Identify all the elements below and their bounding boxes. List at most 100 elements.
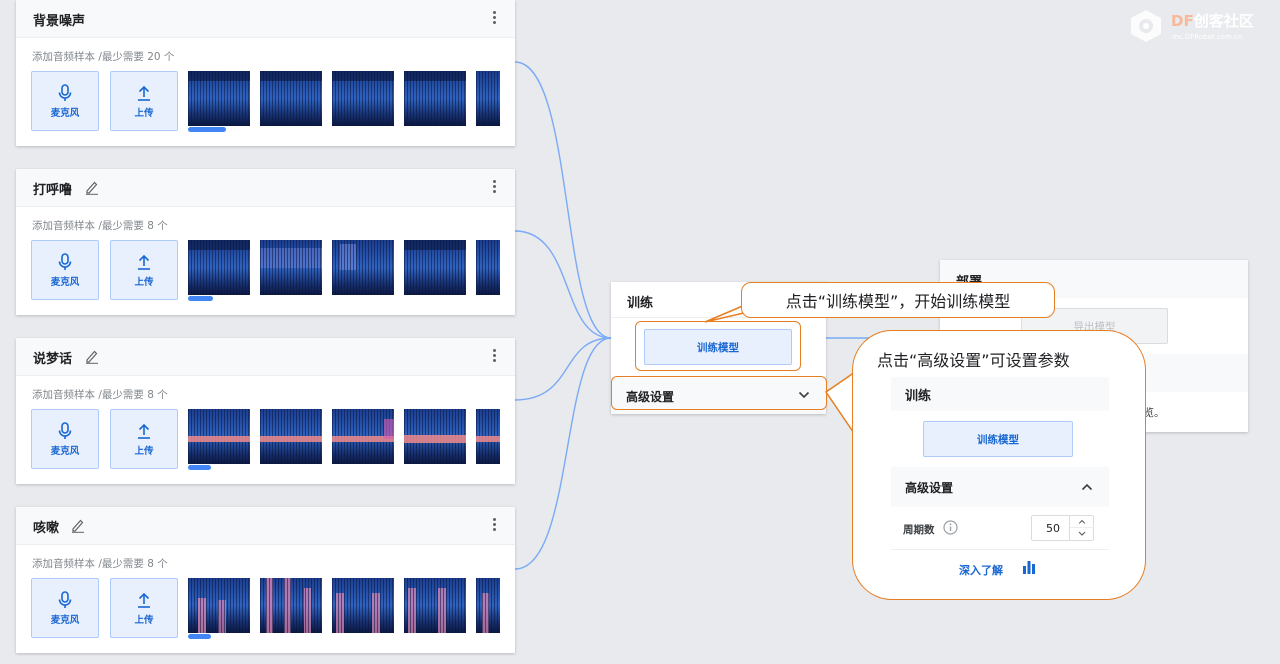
preview-advanced-settings-label: 高级设置: [905, 481, 954, 495]
microphone-label: 麦克风: [50, 614, 80, 626]
microphone-icon: [58, 252, 72, 270]
learn-more-link[interactable]: 深入了解: [959, 564, 1003, 577]
class-title[interactable]: 咳嗽: [33, 521, 60, 536]
class-card-background-noise: 背景噪声 添加音频样本 /最少需要 20 个 麦克风 上传: [16, 0, 515, 146]
class-title[interactable]: 说梦话: [33, 352, 73, 367]
watermark-brand: DF创客社区: [1171, 10, 1254, 31]
advanced-tip-text: 点击“高级设置”可设置参数: [877, 351, 1070, 370]
sample-progress-bar: [188, 634, 211, 639]
more-options-icon[interactable]: [491, 10, 497, 26]
microphone-icon: [58, 421, 72, 439]
microphone-button[interactable]: 麦克风: [31, 409, 99, 469]
train-model-button[interactable]: 训练模型: [644, 329, 792, 365]
advanced-settings-preview: 训练 训练模型 高级设置 周期数 50 深入了解: [891, 377, 1109, 583]
advanced-settings-toggle[interactable]: 高级设置: [611, 378, 826, 414]
microphone-button[interactable]: 麦克风: [31, 240, 99, 300]
class-card-snoring: 打呼噜 添加音频样本 /最少需要 8 个 麦克风 上传: [16, 169, 515, 315]
spectrogram-thumbnail[interactable]: [332, 409, 394, 464]
spectrogram-thumbnail[interactable]: [332, 71, 394, 126]
stepper-down-icon[interactable]: [1070, 528, 1094, 540]
spectrogram-thumbnail[interactable]: [404, 409, 466, 464]
spectrogram-thumbnail[interactable]: [476, 240, 500, 295]
chevron-up-icon: [1081, 483, 1093, 491]
upload-icon: [138, 254, 150, 270]
preview-train-model-button[interactable]: 训练模型: [923, 421, 1073, 457]
spectrogram-thumbnail[interactable]: [188, 71, 250, 126]
upload-label: 上传: [134, 614, 154, 626]
more-options-icon[interactable]: [491, 348, 497, 364]
microphone-button[interactable]: 麦克风: [31, 578, 99, 638]
sample-progress-bar: [188, 465, 211, 470]
spectrogram-thumbnail[interactable]: [476, 409, 500, 464]
chevron-down-icon: [798, 391, 810, 399]
upload-icon: [138, 85, 150, 101]
training-panel: 训练 训练模型 高级设置: [611, 282, 826, 414]
info-icon[interactable]: [943, 520, 958, 535]
microphone-button[interactable]: 麦克风: [31, 71, 99, 131]
upload-button[interactable]: 上传: [110, 240, 178, 300]
sample-hint: 添加音频样本 /最少需要 8 个: [32, 558, 168, 570]
preview-training-title: 训练: [891, 377, 1109, 411]
dfrobot-watermark: DF创客社区 mc.DFRobot.com.cn: [1127, 6, 1277, 46]
sample-hint: 添加音频样本 /最少需要 8 个: [32, 389, 168, 401]
spectrogram-thumbnail[interactable]: [260, 578, 322, 633]
microphone-label: 麦克风: [50, 107, 80, 119]
advanced-settings-highlight: [611, 376, 827, 410]
train-tip-text: 点击“训练模型”，开始训练模型: [785, 292, 1011, 311]
sample-hint: 添加音频样本 /最少需要 8 个: [32, 220, 168, 232]
epochs-label: 周期数: [903, 524, 935, 536]
class-card-coughing: 咳嗽 添加音频样本 /最少需要 8 个 麦克风 上传: [16, 507, 515, 653]
card-header: 说梦话: [16, 338, 515, 376]
spectrogram-thumbnail[interactable]: [332, 578, 394, 633]
edit-pencil-icon[interactable]: [85, 179, 99, 195]
upload-icon: [138, 592, 150, 608]
upload-label: 上传: [134, 107, 154, 119]
card-header: 咳嗽: [16, 507, 515, 545]
class-card-sleep-talking: 说梦话 添加音频样本 /最少需要 8 个 麦克风 上传: [16, 338, 515, 484]
upload-label: 上传: [134, 445, 154, 457]
class-title[interactable]: 背景噪声: [33, 14, 86, 29]
spectrogram-thumbnail[interactable]: [260, 71, 322, 126]
card-header: 打呼噜: [16, 169, 515, 207]
spectrogram-thumbnail[interactable]: [476, 578, 500, 633]
dfrobot-logo-icon: [1131, 10, 1161, 42]
spectrogram-thumbnail[interactable]: [404, 578, 466, 633]
preview-advanced-settings-toggle[interactable]: 高级设置: [891, 467, 1109, 507]
microphone-icon: [58, 83, 72, 101]
card-header: 背景噪声: [16, 0, 515, 38]
watermark-url: mc.DFRobot.com.cn: [1172, 33, 1243, 41]
spectrogram-thumbnail[interactable]: [404, 71, 466, 126]
spectrogram-thumbnail[interactable]: [332, 240, 394, 295]
sample-hint: 添加音频样本 /最少需要 20 个: [32, 51, 175, 63]
microphone-icon: [58, 590, 72, 608]
stepper-up-icon[interactable]: [1070, 516, 1094, 528]
spectrogram-thumbnail[interactable]: [188, 409, 250, 464]
spectrogram-thumbnail[interactable]: [188, 578, 250, 633]
epochs-stepper: [1069, 516, 1094, 540]
more-options-icon[interactable]: [491, 517, 497, 533]
more-options-icon[interactable]: [491, 179, 497, 195]
spectrogram-thumbnail[interactable]: [260, 240, 322, 295]
microphone-label: 麦克风: [50, 445, 80, 457]
upload-label: 上传: [134, 276, 154, 288]
spectrogram-thumbnail[interactable]: [188, 240, 250, 295]
edit-pencil-icon[interactable]: [71, 517, 85, 533]
upload-button[interactable]: 上传: [110, 578, 178, 638]
spectrogram-thumbnail[interactable]: [476, 71, 500, 126]
epochs-input[interactable]: 50: [1031, 515, 1094, 541]
watermark-brand-rest: 创客社区: [1193, 12, 1254, 30]
advanced-settings-label: 高级设置: [626, 390, 675, 404]
sample-progress-bar: [188, 296, 213, 301]
train-button-highlight: [635, 321, 801, 371]
spectrogram-thumbnail[interactable]: [404, 240, 466, 295]
class-title[interactable]: 打呼噜: [33, 183, 73, 198]
watermark-brand-df: DF: [1171, 12, 1194, 30]
spectrogram-thumbnail[interactable]: [260, 409, 322, 464]
microphone-label: 麦克风: [50, 276, 80, 288]
upload-icon: [138, 423, 150, 439]
upload-button[interactable]: 上传: [110, 71, 178, 131]
sample-progress-bar: [188, 127, 226, 132]
upload-button[interactable]: 上传: [110, 409, 178, 469]
edit-pencil-icon[interactable]: [85, 348, 99, 364]
bar-chart-icon[interactable]: [1021, 559, 1037, 575]
